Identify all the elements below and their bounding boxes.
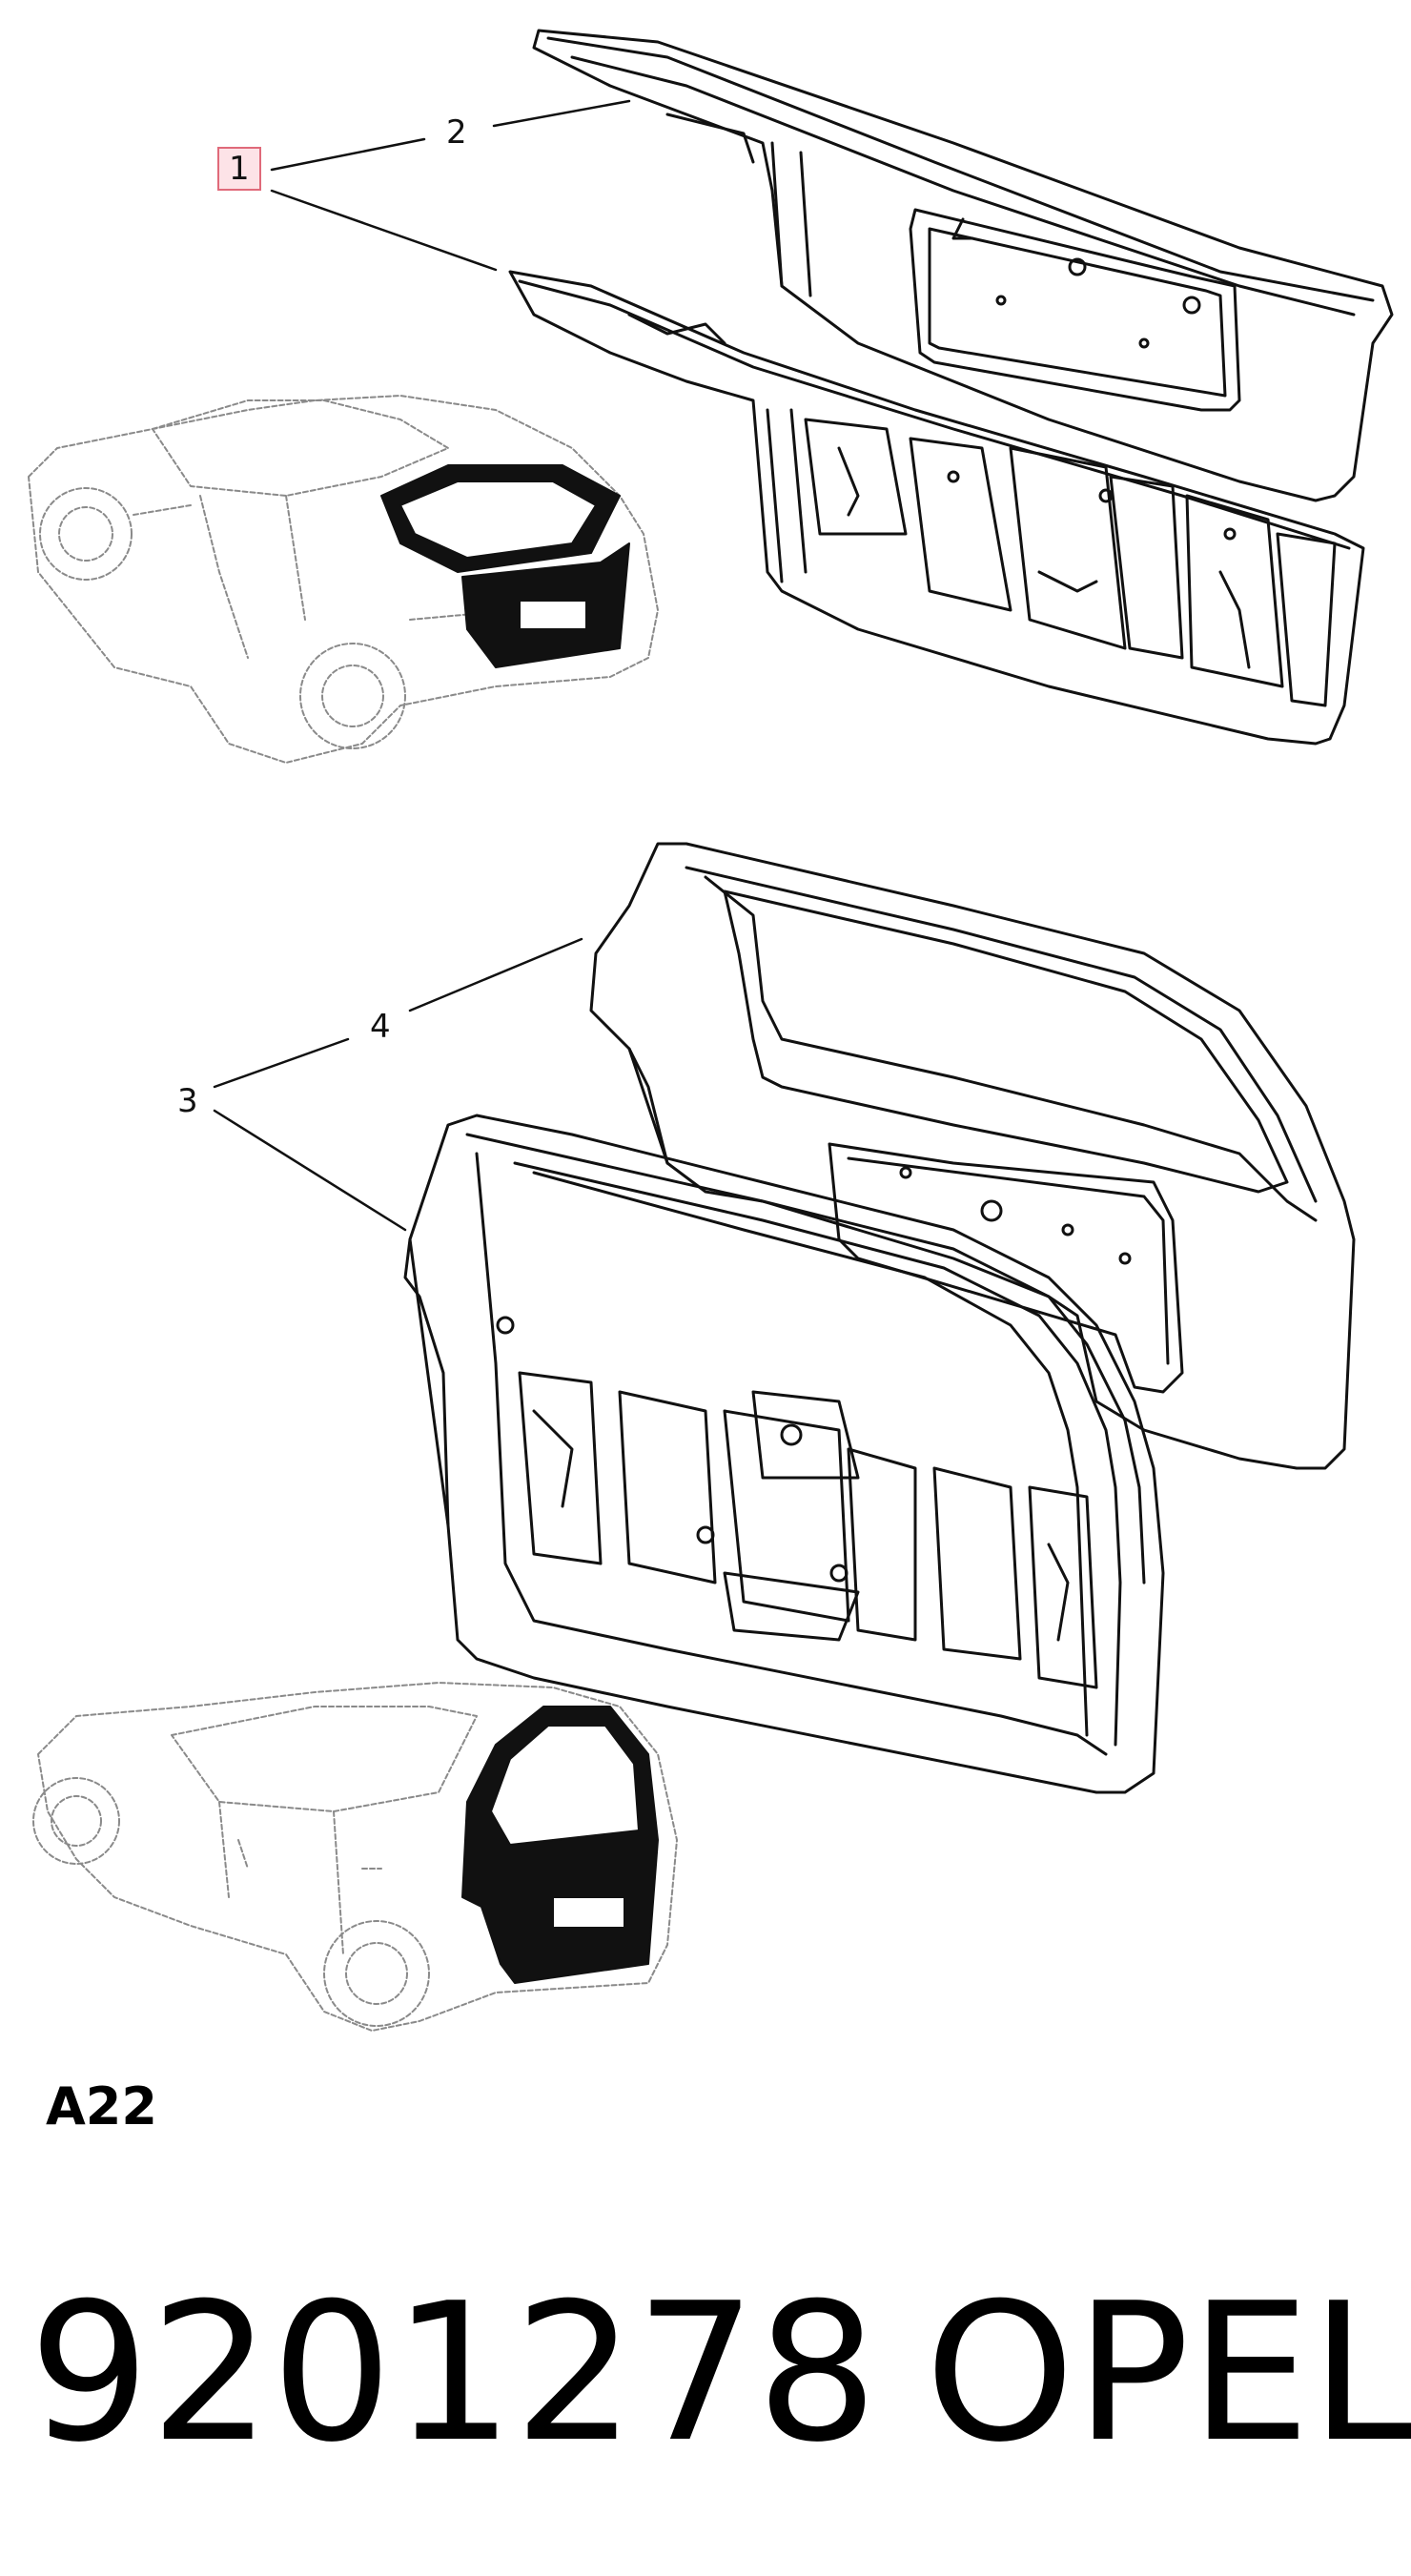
callout-4[interactable]: 4 bbox=[370, 1008, 391, 1046]
callout-1[interactable]: 1 bbox=[217, 147, 261, 191]
reference-car-estate bbox=[32, 1682, 678, 2032]
tailgate-inner-panel-lower bbox=[403, 1114, 1165, 1794]
callout-3[interactable]: 3 bbox=[177, 1082, 198, 1120]
callout-2[interactable]: 2 bbox=[446, 113, 467, 152]
footer: 9201278 OPEL bbox=[29, 2262, 1411, 2498]
tailgate-outer-panel-upper bbox=[532, 29, 1394, 502]
leader-lines-middle bbox=[213, 937, 583, 1232]
part-number: 9201278 bbox=[29, 2262, 878, 2484]
section-code: A22 bbox=[46, 2076, 157, 2136]
brand-name: OPEL bbox=[925, 2262, 1411, 2484]
tailgate-outer-panel-lower bbox=[589, 842, 1356, 1470]
tailgate-inner-panel-upper bbox=[508, 270, 1365, 746]
reference-car-hatchback bbox=[28, 395, 659, 764]
reference-car-hatchback-tailgate bbox=[380, 464, 630, 668]
leader-lines-top bbox=[270, 99, 631, 272]
reference-car-estate-tailgate bbox=[461, 1706, 659, 1984]
